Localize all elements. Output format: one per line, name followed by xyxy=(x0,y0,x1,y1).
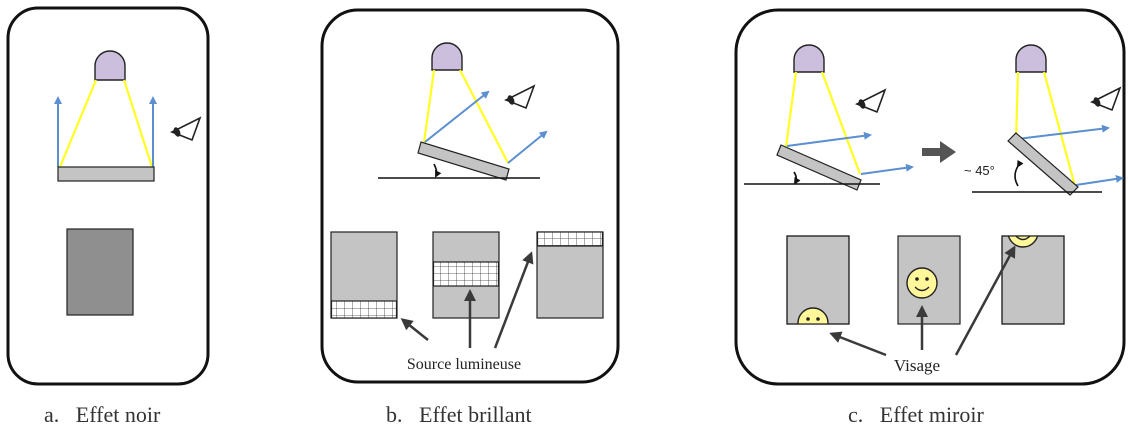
source-label: Source lumineuse xyxy=(407,356,521,373)
light-beam-left xyxy=(58,79,98,168)
face-label: Visage xyxy=(894,356,940,375)
tilted-plate xyxy=(1007,132,1079,196)
light-beam-right xyxy=(459,69,509,164)
face-icon xyxy=(906,267,938,299)
light-beam-left xyxy=(784,71,798,148)
sample-plate xyxy=(57,166,155,182)
reflection-arrow xyxy=(1016,124,1110,140)
caption-c: c. Effet miroir xyxy=(848,402,984,427)
angle-arc xyxy=(433,163,442,178)
highlight-band xyxy=(536,231,604,247)
light-beam-right xyxy=(1042,71,1077,187)
reflection-arrow xyxy=(1075,174,1124,186)
lamp-icon xyxy=(1015,44,1047,73)
light-beam-left xyxy=(1014,71,1020,141)
pointer-arrow xyxy=(829,331,887,357)
lamp-icon xyxy=(94,50,126,81)
pointer-arrow xyxy=(954,245,1016,356)
lamp-icon xyxy=(793,44,825,73)
pointer-arrow xyxy=(493,251,534,349)
face-icon xyxy=(786,235,850,325)
highlight-band xyxy=(432,261,500,287)
angle-label: ~ 45° xyxy=(964,163,995,178)
tilted-plate xyxy=(417,141,510,181)
transition-arrow-icon xyxy=(922,141,956,163)
lamp-icon xyxy=(431,42,463,71)
panel-c: ~ 45° Visage xyxy=(734,8,1126,386)
panel-b: Source lumineuse xyxy=(320,8,620,384)
panel-a xyxy=(6,6,210,386)
light-beam-right xyxy=(122,79,154,168)
reflection-arrow xyxy=(860,163,914,175)
face-icon xyxy=(1001,235,1065,325)
reflection-arrow xyxy=(786,131,872,147)
tilted-plate xyxy=(776,144,862,191)
caption-a: a. Effet noir xyxy=(44,402,161,427)
highlight-band xyxy=(330,300,398,319)
image-3 xyxy=(1001,235,1065,325)
angle-arc xyxy=(793,171,801,185)
light-beam-left xyxy=(422,69,436,144)
reflection-arrow xyxy=(424,90,490,143)
reflection-arrow xyxy=(507,130,548,164)
angle-arc xyxy=(1014,159,1024,187)
dark-image xyxy=(66,228,134,316)
light-beam-right xyxy=(820,71,862,175)
pointer-arrow xyxy=(400,318,429,341)
caption-b: b. Effet brillant xyxy=(386,402,532,427)
